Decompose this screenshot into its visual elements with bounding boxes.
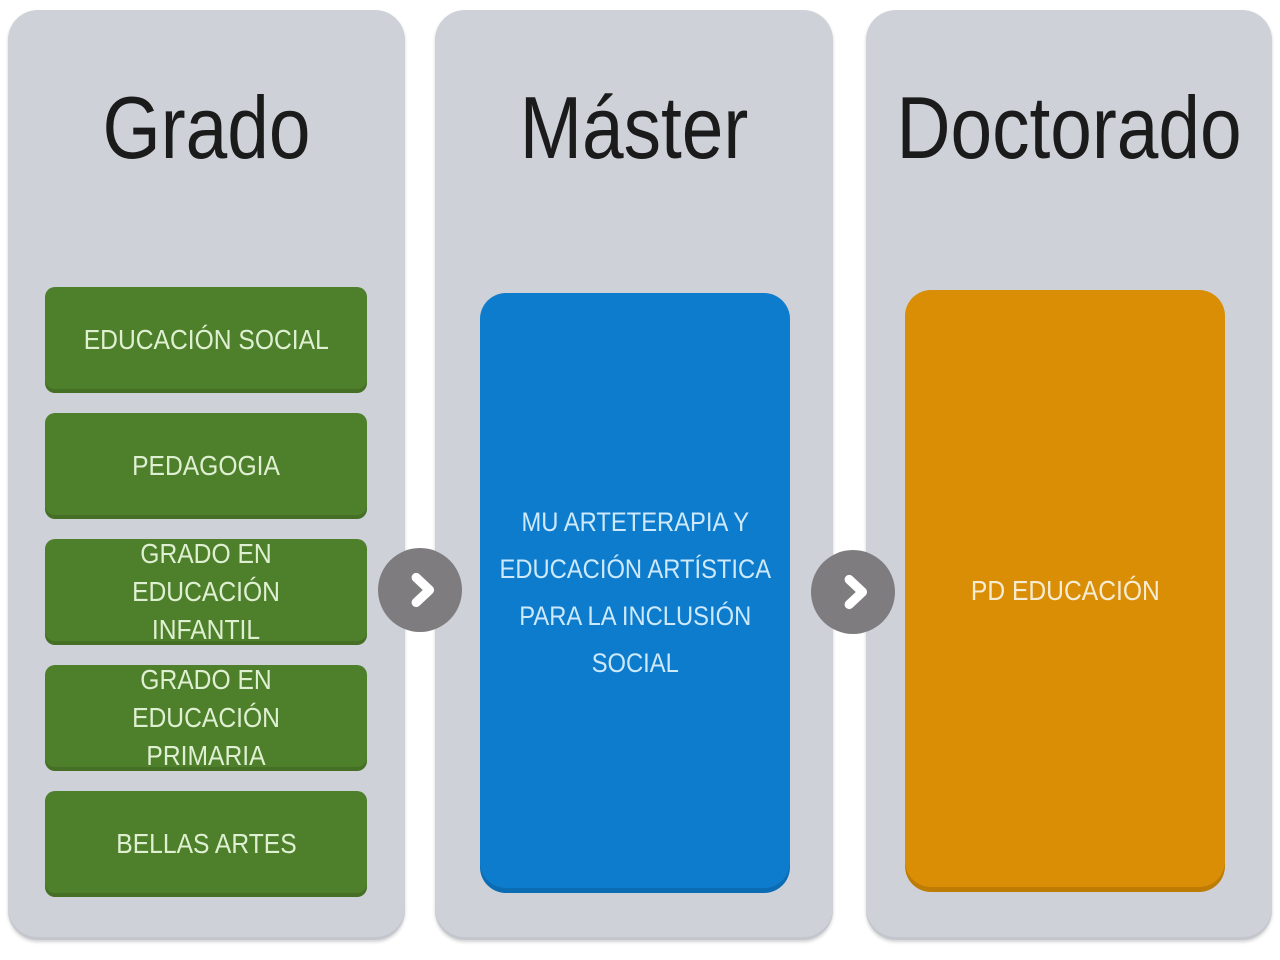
panel-grado: Grado EDUCACIÓN SOCIAL PEDAGOGIA GRADO E… <box>8 10 405 940</box>
degree-bellas-artes[interactable]: BELLAS ARTES <box>45 791 367 897</box>
degree-pd-educacion[interactable]: PD EDUCACIÓN <box>905 290 1225 892</box>
panel-doctorado: Doctorado PD EDUCACIÓN <box>866 10 1272 940</box>
degree-label: PEDAGOGIA <box>132 449 280 481</box>
degree-label: PD EDUCACIÓN <box>970 575 1160 607</box>
degree-label: BELLAS ARTES <box>115 827 297 859</box>
degree-educacion-social[interactable]: EDUCACIÓN SOCIAL <box>45 287 367 393</box>
arrow-grado-to-master <box>378 548 462 632</box>
degree-label: GRADO EN EDUCACIÓN PRIMARIA <box>132 663 280 772</box>
chevron-right-icon <box>411 572 435 608</box>
panel-master: Máster MU ARTETERAPIA Y EDUCACIÓN ARTÍST… <box>435 10 833 940</box>
degree-mu-arteterapia[interactable]: MU ARTETERAPIA Y EDUCACIÓN ARTÍSTICA PAR… <box>480 293 790 893</box>
panel-title-grado: Grado <box>102 78 311 177</box>
arrow-master-to-doctorado <box>811 550 895 634</box>
degree-label: MU ARTETERAPIA Y EDUCACIÓN ARTÍSTICA PAR… <box>499 507 771 678</box>
chevron-right-icon <box>844 574 868 610</box>
degree-educacion-infantil[interactable]: GRADO EN EDUCACIÓN INFANTIL <box>45 538 367 645</box>
panel-title-doctorado: Doctorado <box>896 78 1242 177</box>
panel-title-master: Máster <box>519 78 749 177</box>
degree-label: EDUCACIÓN SOCIAL <box>83 323 329 355</box>
degree-educacion-primaria[interactable]: GRADO EN EDUCACIÓN PRIMARIA <box>45 664 367 771</box>
degree-pedagogia[interactable]: PEDAGOGIA <box>45 413 367 519</box>
degree-label: GRADO EN EDUCACIÓN INFANTIL <box>132 537 280 646</box>
